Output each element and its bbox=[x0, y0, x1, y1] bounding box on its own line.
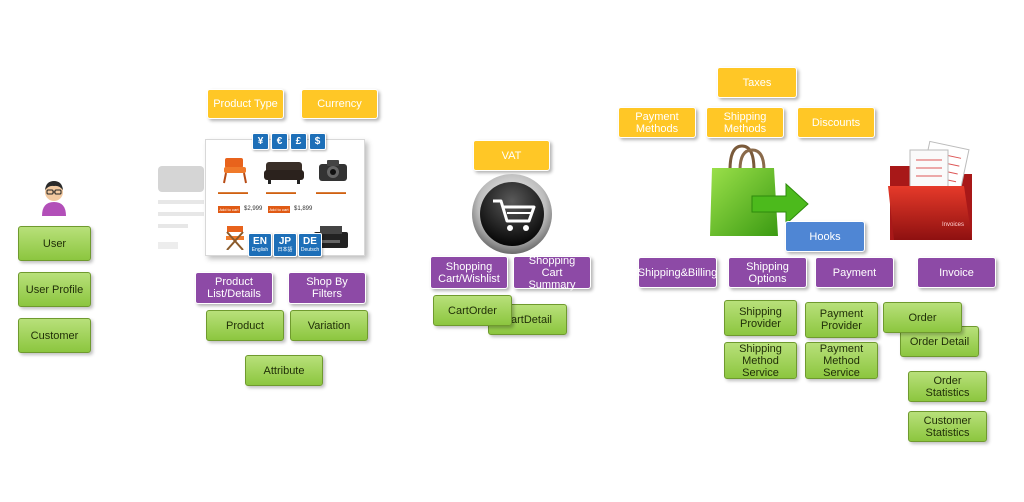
product-node[interactable]: Product bbox=[206, 310, 284, 341]
lang-badge-de: DE Deutsch bbox=[298, 233, 322, 257]
add-to-cart-button-2[interactable]: Add to cart bbox=[268, 206, 290, 213]
card-caption-3: ▬▬▬▬▬ bbox=[316, 190, 346, 196]
lang-badge-en: EN English bbox=[248, 233, 272, 257]
user-profile-node[interactable]: User Profile bbox=[18, 272, 91, 307]
user-avatar-icon bbox=[39, 178, 69, 216]
payment-provider-node[interactable]: Payment Provider bbox=[805, 302, 878, 338]
payment-method-service-node[interactable]: Payment Method Service bbox=[805, 342, 878, 379]
chair-icon bbox=[223, 158, 247, 184]
card-caption-1: ▬▬▬▬▬ bbox=[218, 190, 248, 196]
user-node[interactable]: User bbox=[18, 226, 91, 261]
card-caption-2: ▬▬▬▬▬ bbox=[266, 190, 296, 196]
shipping-provider-node[interactable]: Shipping Provider bbox=[724, 300, 797, 336]
price-2: $1,899 bbox=[294, 206, 313, 212]
vat-tag[interactable]: VAT bbox=[473, 140, 550, 171]
invoice-folder-label: Invoices bbox=[942, 222, 965, 228]
sofa-icon bbox=[264, 162, 304, 184]
director-chair-icon bbox=[226, 226, 244, 250]
payment-methods-tag[interactable]: Payment Methods bbox=[618, 107, 696, 138]
pound-badge: £ bbox=[290, 133, 307, 150]
lang-code-de: DE bbox=[303, 236, 317, 247]
shopping-cart-icon bbox=[471, 173, 553, 255]
price-1: $2,999 bbox=[244, 206, 263, 212]
customer-node[interactable]: Customer bbox=[18, 318, 91, 353]
discounts-tag[interactable]: Discounts bbox=[797, 107, 875, 138]
shipping-method-service-node[interactable]: Shipping Method Service bbox=[724, 342, 797, 379]
shopping-cart-summary-node[interactable]: Shopping Cart Summary bbox=[513, 255, 591, 291]
lang-code-jp: JP bbox=[278, 236, 292, 247]
shipping-billing-node[interactable]: Shipping&Billing bbox=[638, 257, 717, 288]
add-to-cart-button[interactable]: Add to cart bbox=[218, 206, 240, 213]
shipping-options-node[interactable]: Shipping Options bbox=[728, 257, 807, 288]
lang-name-de: Deutsch bbox=[300, 247, 320, 253]
shipping-methods-tag[interactable]: Shipping Methods bbox=[706, 107, 784, 138]
shop-by-filters-node[interactable]: Shop By Filters bbox=[288, 272, 366, 304]
customer-statistics-node[interactable]: Customer Statistics bbox=[908, 411, 987, 442]
yen-badge: ¥ bbox=[252, 133, 269, 150]
lang-name-jp: 日本語 bbox=[277, 247, 293, 253]
invoice-node[interactable]: Invoice bbox=[917, 257, 996, 288]
euro-badge: € bbox=[271, 133, 288, 150]
cart-order-node[interactable]: CartOrder bbox=[433, 295, 512, 326]
invoice-folder-icon bbox=[888, 140, 974, 244]
shopping-cart-wishlist-node[interactable]: Shopping Cart/Wishlist bbox=[430, 256, 508, 289]
order-statistics-node[interactable]: Order Statistics bbox=[908, 371, 987, 402]
hooks-node[interactable]: Hooks bbox=[785, 221, 865, 252]
dollar-badge: $ bbox=[309, 133, 326, 150]
currency-tag[interactable]: Currency bbox=[301, 89, 378, 119]
shopping-bag-arrow-icon bbox=[708, 140, 810, 240]
product-type-tag[interactable]: Product Type bbox=[207, 89, 284, 119]
product-list-details-node[interactable]: Product List/Details bbox=[195, 272, 273, 304]
attribute-node[interactable]: Attribute bbox=[245, 355, 323, 386]
faded-product-image bbox=[156, 138, 206, 253]
lang-name-en: English bbox=[251, 247, 269, 253]
order-detail-node[interactable]: Order Detail bbox=[900, 326, 979, 357]
taxes-tag[interactable]: Taxes bbox=[717, 67, 797, 98]
product-listing-screenshot: ▬▬▬▬▬ ▬▬▬▬▬ ▬▬▬▬▬ Add to cart $2,999 Add… bbox=[205, 139, 365, 256]
order-node[interactable]: Order bbox=[883, 302, 962, 333]
lang-code-en: EN bbox=[253, 236, 267, 247]
printer-icon bbox=[314, 226, 348, 248]
lang-badge-jp: JP 日本語 bbox=[273, 233, 297, 257]
payment-node[interactable]: Payment bbox=[815, 257, 894, 288]
variation-node[interactable]: Variation bbox=[290, 310, 368, 341]
camera-icon bbox=[319, 160, 347, 181]
